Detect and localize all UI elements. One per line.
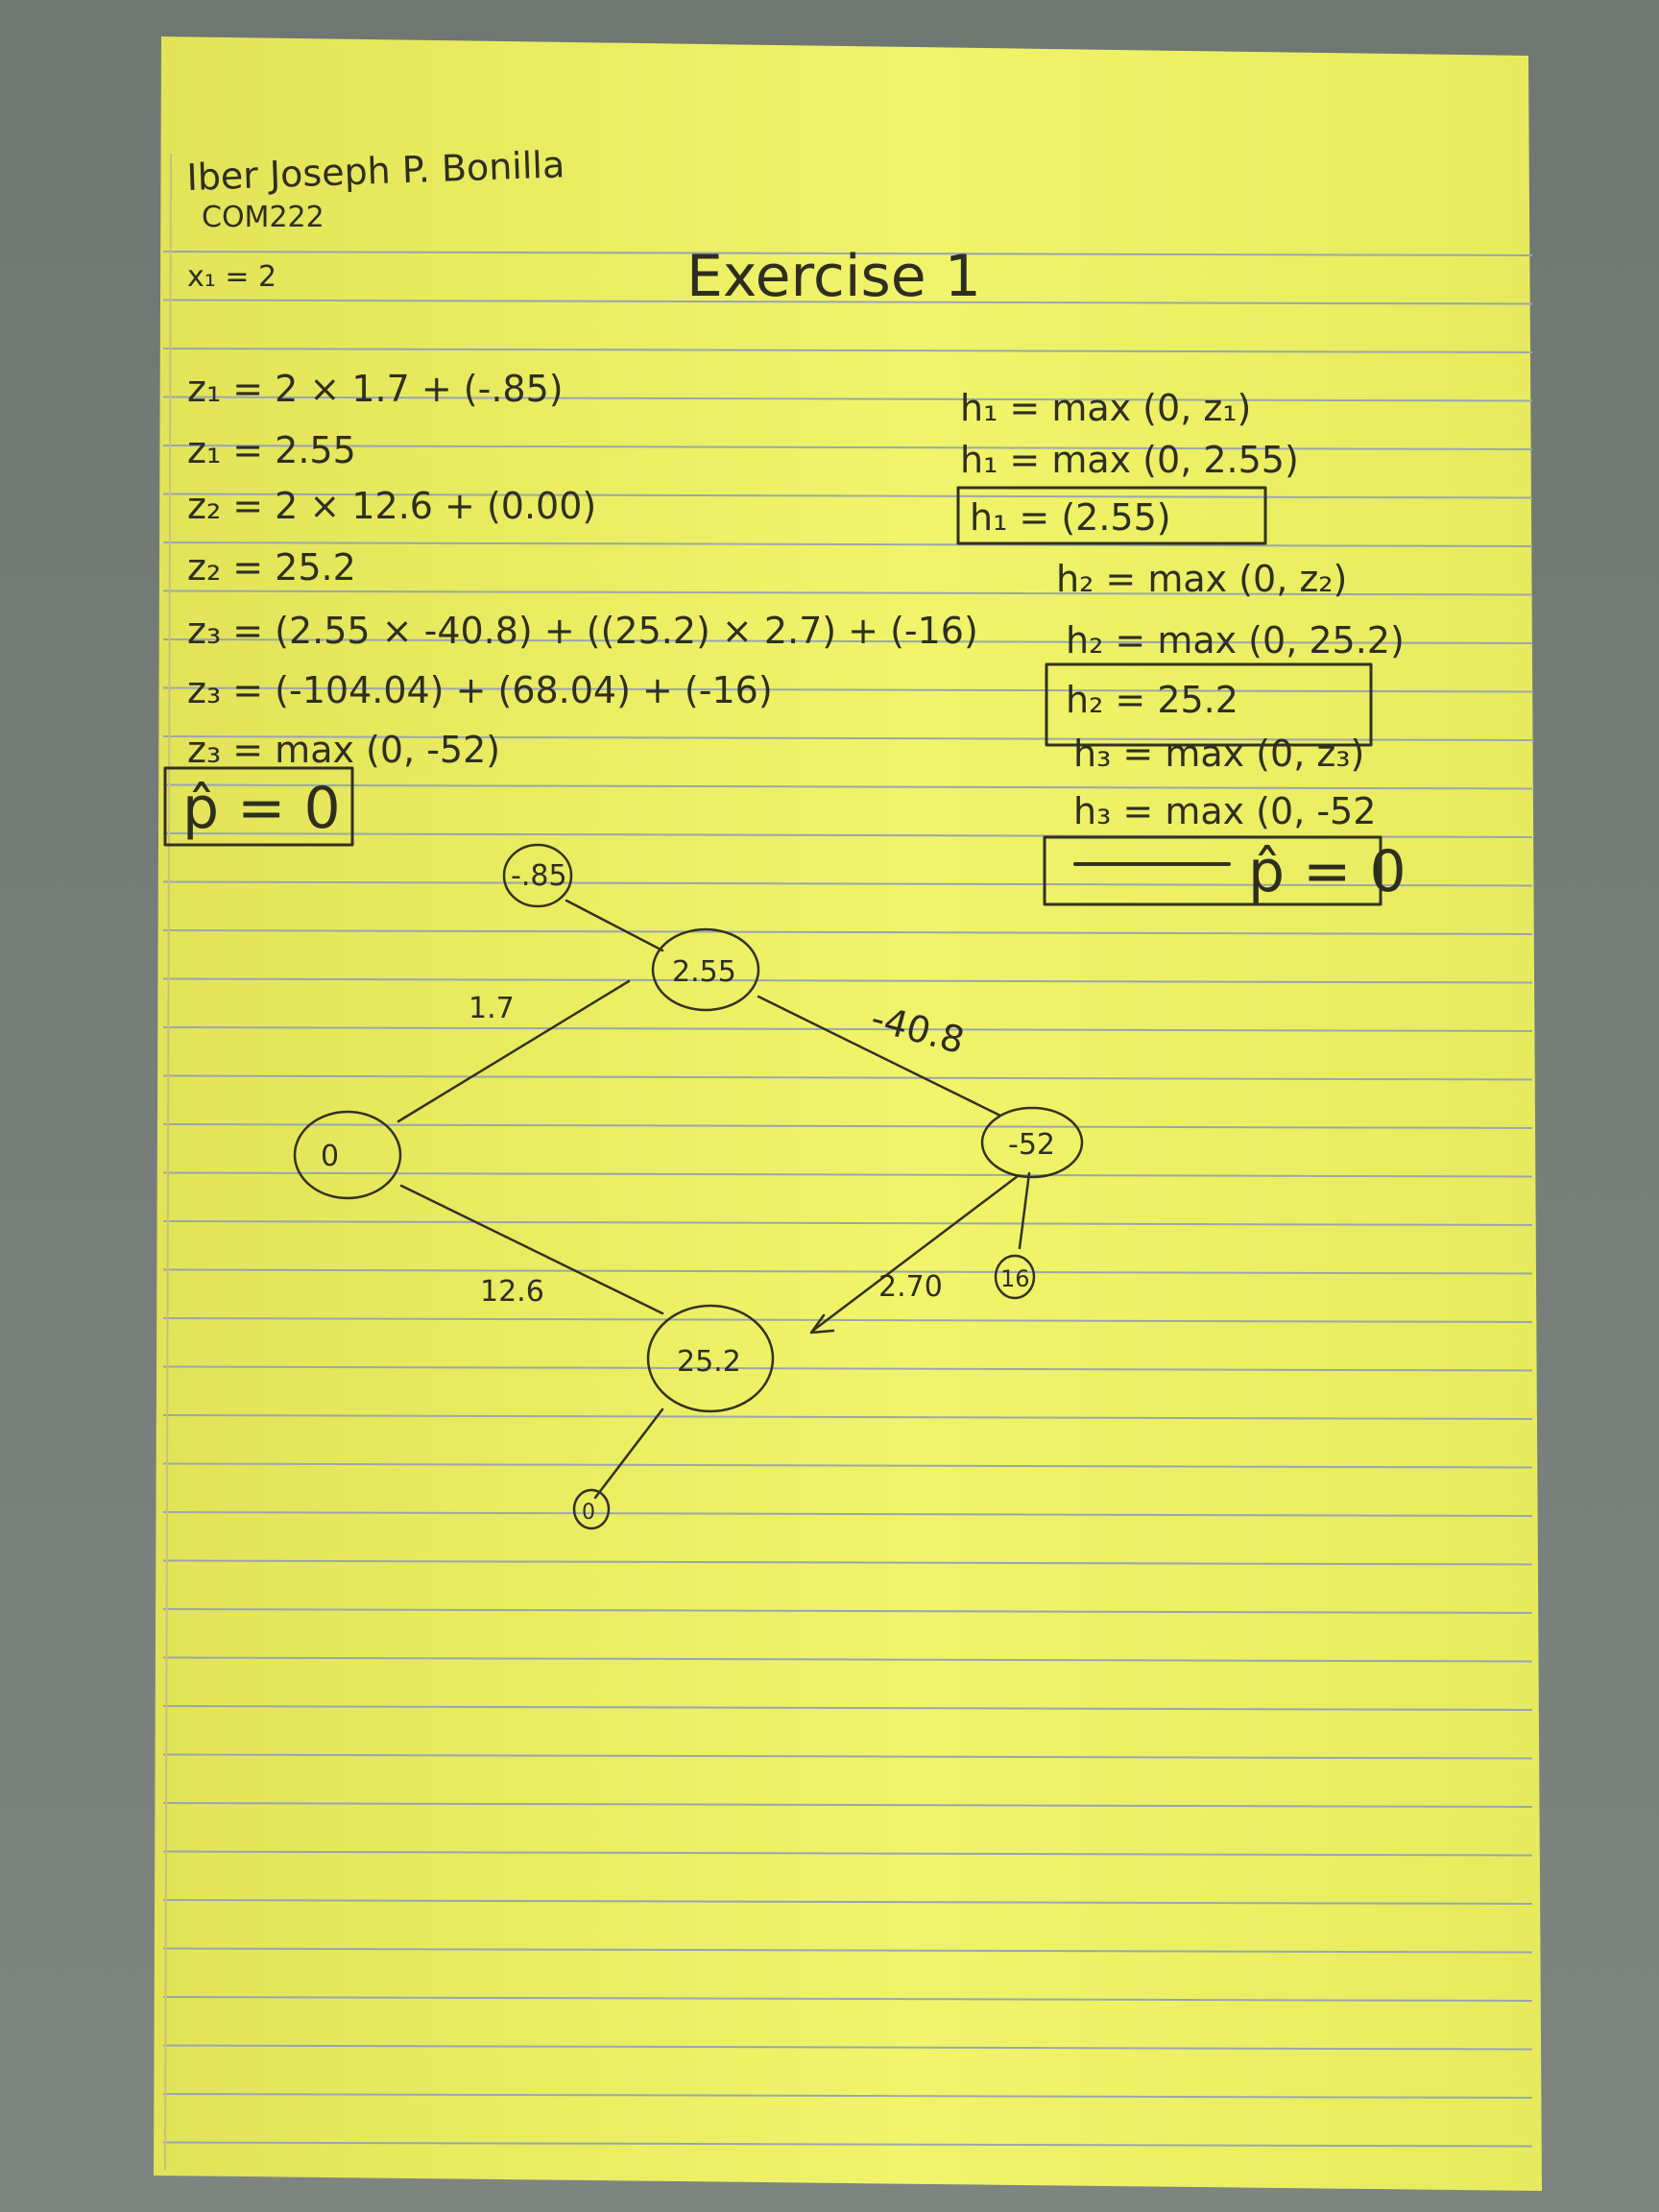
ruled-line <box>162 1123 1533 1129</box>
answer-box-right <box>1043 835 1382 906</box>
ruled-line <box>162 1996 1533 2002</box>
work-line-5: z₃ = (2.55 × -40.8) + ((25.2) × 2.7) + (… <box>187 610 978 652</box>
edge-hidden1-output <box>757 995 1002 1118</box>
node-bias2 <box>572 1488 611 1530</box>
ruled-line <box>162 686 1533 693</box>
ruled-line <box>162 880 1533 887</box>
edge-bias2-hidden2 <box>593 1407 664 1500</box>
node-hidden2 <box>646 1304 775 1413</box>
ruled-line <box>162 1947 1533 1954</box>
work-line-2: z₁ = 2.55 <box>187 429 356 471</box>
edge-bias3-output <box>1018 1171 1031 1250</box>
right-line-7: h₃ = max (0, z₃) <box>1073 733 1364 775</box>
arrowhead <box>809 1313 835 1334</box>
edge-output-hidden2 <box>812 1174 1020 1332</box>
node-output-label: -52 <box>1008 1128 1055 1162</box>
ruled-line <box>162 445 1533 450</box>
weight-h2-output: 2.70 <box>878 1270 943 1304</box>
ruled-line <box>162 2044 1533 2051</box>
input-value: x₁ = 2 <box>187 260 276 294</box>
node-bias1 <box>502 843 573 908</box>
ruled-line <box>162 638 1533 644</box>
ruled-line <box>162 348 1533 353</box>
ruled-line <box>162 1656 1533 1663</box>
ruled-line <box>162 1268 1533 1275</box>
ruled-line <box>162 1802 1533 1808</box>
node-bias3 <box>994 1254 1036 1300</box>
margin-line <box>164 153 172 2171</box>
work-line-7: z₃ = max (0, -52) <box>187 729 500 771</box>
node-hidden1-label: 2.55 <box>672 955 736 989</box>
node-bias1-label: -.85 <box>511 859 567 893</box>
ruled-line <box>162 1850 1533 1857</box>
ruled-line <box>162 1705 1533 1711</box>
ruled-line <box>162 493 1533 499</box>
ruled-line <box>162 1414 1533 1420</box>
ruled-line <box>162 1608 1533 1614</box>
work-line-3: z₂ = 2 × 12.6 + (0.00) <box>187 485 596 527</box>
ruled-line <box>162 299 1533 305</box>
course-code: COM222 <box>202 201 325 234</box>
edge-bias1-hidden1 <box>565 899 664 952</box>
answer-box-h1 <box>956 486 1267 545</box>
ruled-line <box>162 735 1533 741</box>
page-title: Exercise 1 <box>686 243 981 310</box>
right-line-8: h₃ = max (0, -52 <box>1073 790 1376 832</box>
ruled-line <box>162 1753 1533 1760</box>
node-output <box>980 1106 1084 1179</box>
answer-box-h2 <box>1045 662 1373 747</box>
work-line-1: z₁ = 2 × 1.7 + (-.85) <box>187 368 564 410</box>
ruled-line <box>162 541 1533 547</box>
ruled-line <box>162 1462 1533 1469</box>
ruled-line <box>162 251 1533 256</box>
ruled-line <box>162 2093 1533 2099</box>
work-line-6: z₃ = (-104.04) + (68.04) + (-16) <box>187 669 773 711</box>
work-line-4: z₂ = 25.2 <box>187 546 356 589</box>
right-line-4: h₂ = max (0, z₂) <box>1056 558 1347 600</box>
ruled-line <box>162 589 1533 596</box>
ruled-line <box>162 1074 1533 1081</box>
ruled-line <box>162 783 1533 790</box>
ruled-lines <box>162 251 1533 2148</box>
ruled-line <box>162 1365 1533 1372</box>
legal-pad-sheet <box>154 36 1542 2191</box>
ruled-line <box>162 396 1533 402</box>
right-line-2: h₁ = max (0, 2.55) <box>960 439 1299 481</box>
ruled-line <box>162 929 1533 935</box>
ruled-line <box>162 1317 1533 1323</box>
ruled-line <box>162 1559 1533 1566</box>
answer-left: p̂ = 0 <box>182 775 341 842</box>
edge-input-hidden2 <box>399 1184 664 1315</box>
answer-box-left <box>163 766 354 847</box>
edge-input-hidden1 <box>397 979 631 1123</box>
right-line-1: h₁ = max (0, z₁) <box>960 387 1251 429</box>
ruled-line <box>162 1026 1533 1032</box>
node-bias2-label: 0 <box>582 1501 595 1525</box>
node-input-label: 0 <box>321 1140 339 1173</box>
node-hidden1 <box>651 927 760 1012</box>
answer-right: p̂ = 0 <box>1248 838 1407 905</box>
node-bias3-label: 16 <box>1000 1265 1030 1292</box>
weight-input-h2: 12.6 <box>480 1275 544 1309</box>
ruled-line <box>162 1220 1533 1226</box>
ruled-line <box>162 1511 1533 1517</box>
ruled-line <box>162 2141 1533 2148</box>
ruled-line <box>162 1171 1533 1178</box>
right-line-5: h₂ = max (0, 25.2) <box>1066 619 1405 661</box>
right-line-3: h₁ = (2.55) <box>970 496 1171 539</box>
node-hidden2-label: 25.2 <box>677 1345 741 1379</box>
right-line-6: h₂ = 25.2 <box>1066 679 1238 721</box>
weight-input-h1: 1.7 <box>469 992 515 1025</box>
ruled-line <box>162 977 1533 984</box>
node-input <box>293 1110 402 1200</box>
ruled-line <box>162 1899 1533 1905</box>
